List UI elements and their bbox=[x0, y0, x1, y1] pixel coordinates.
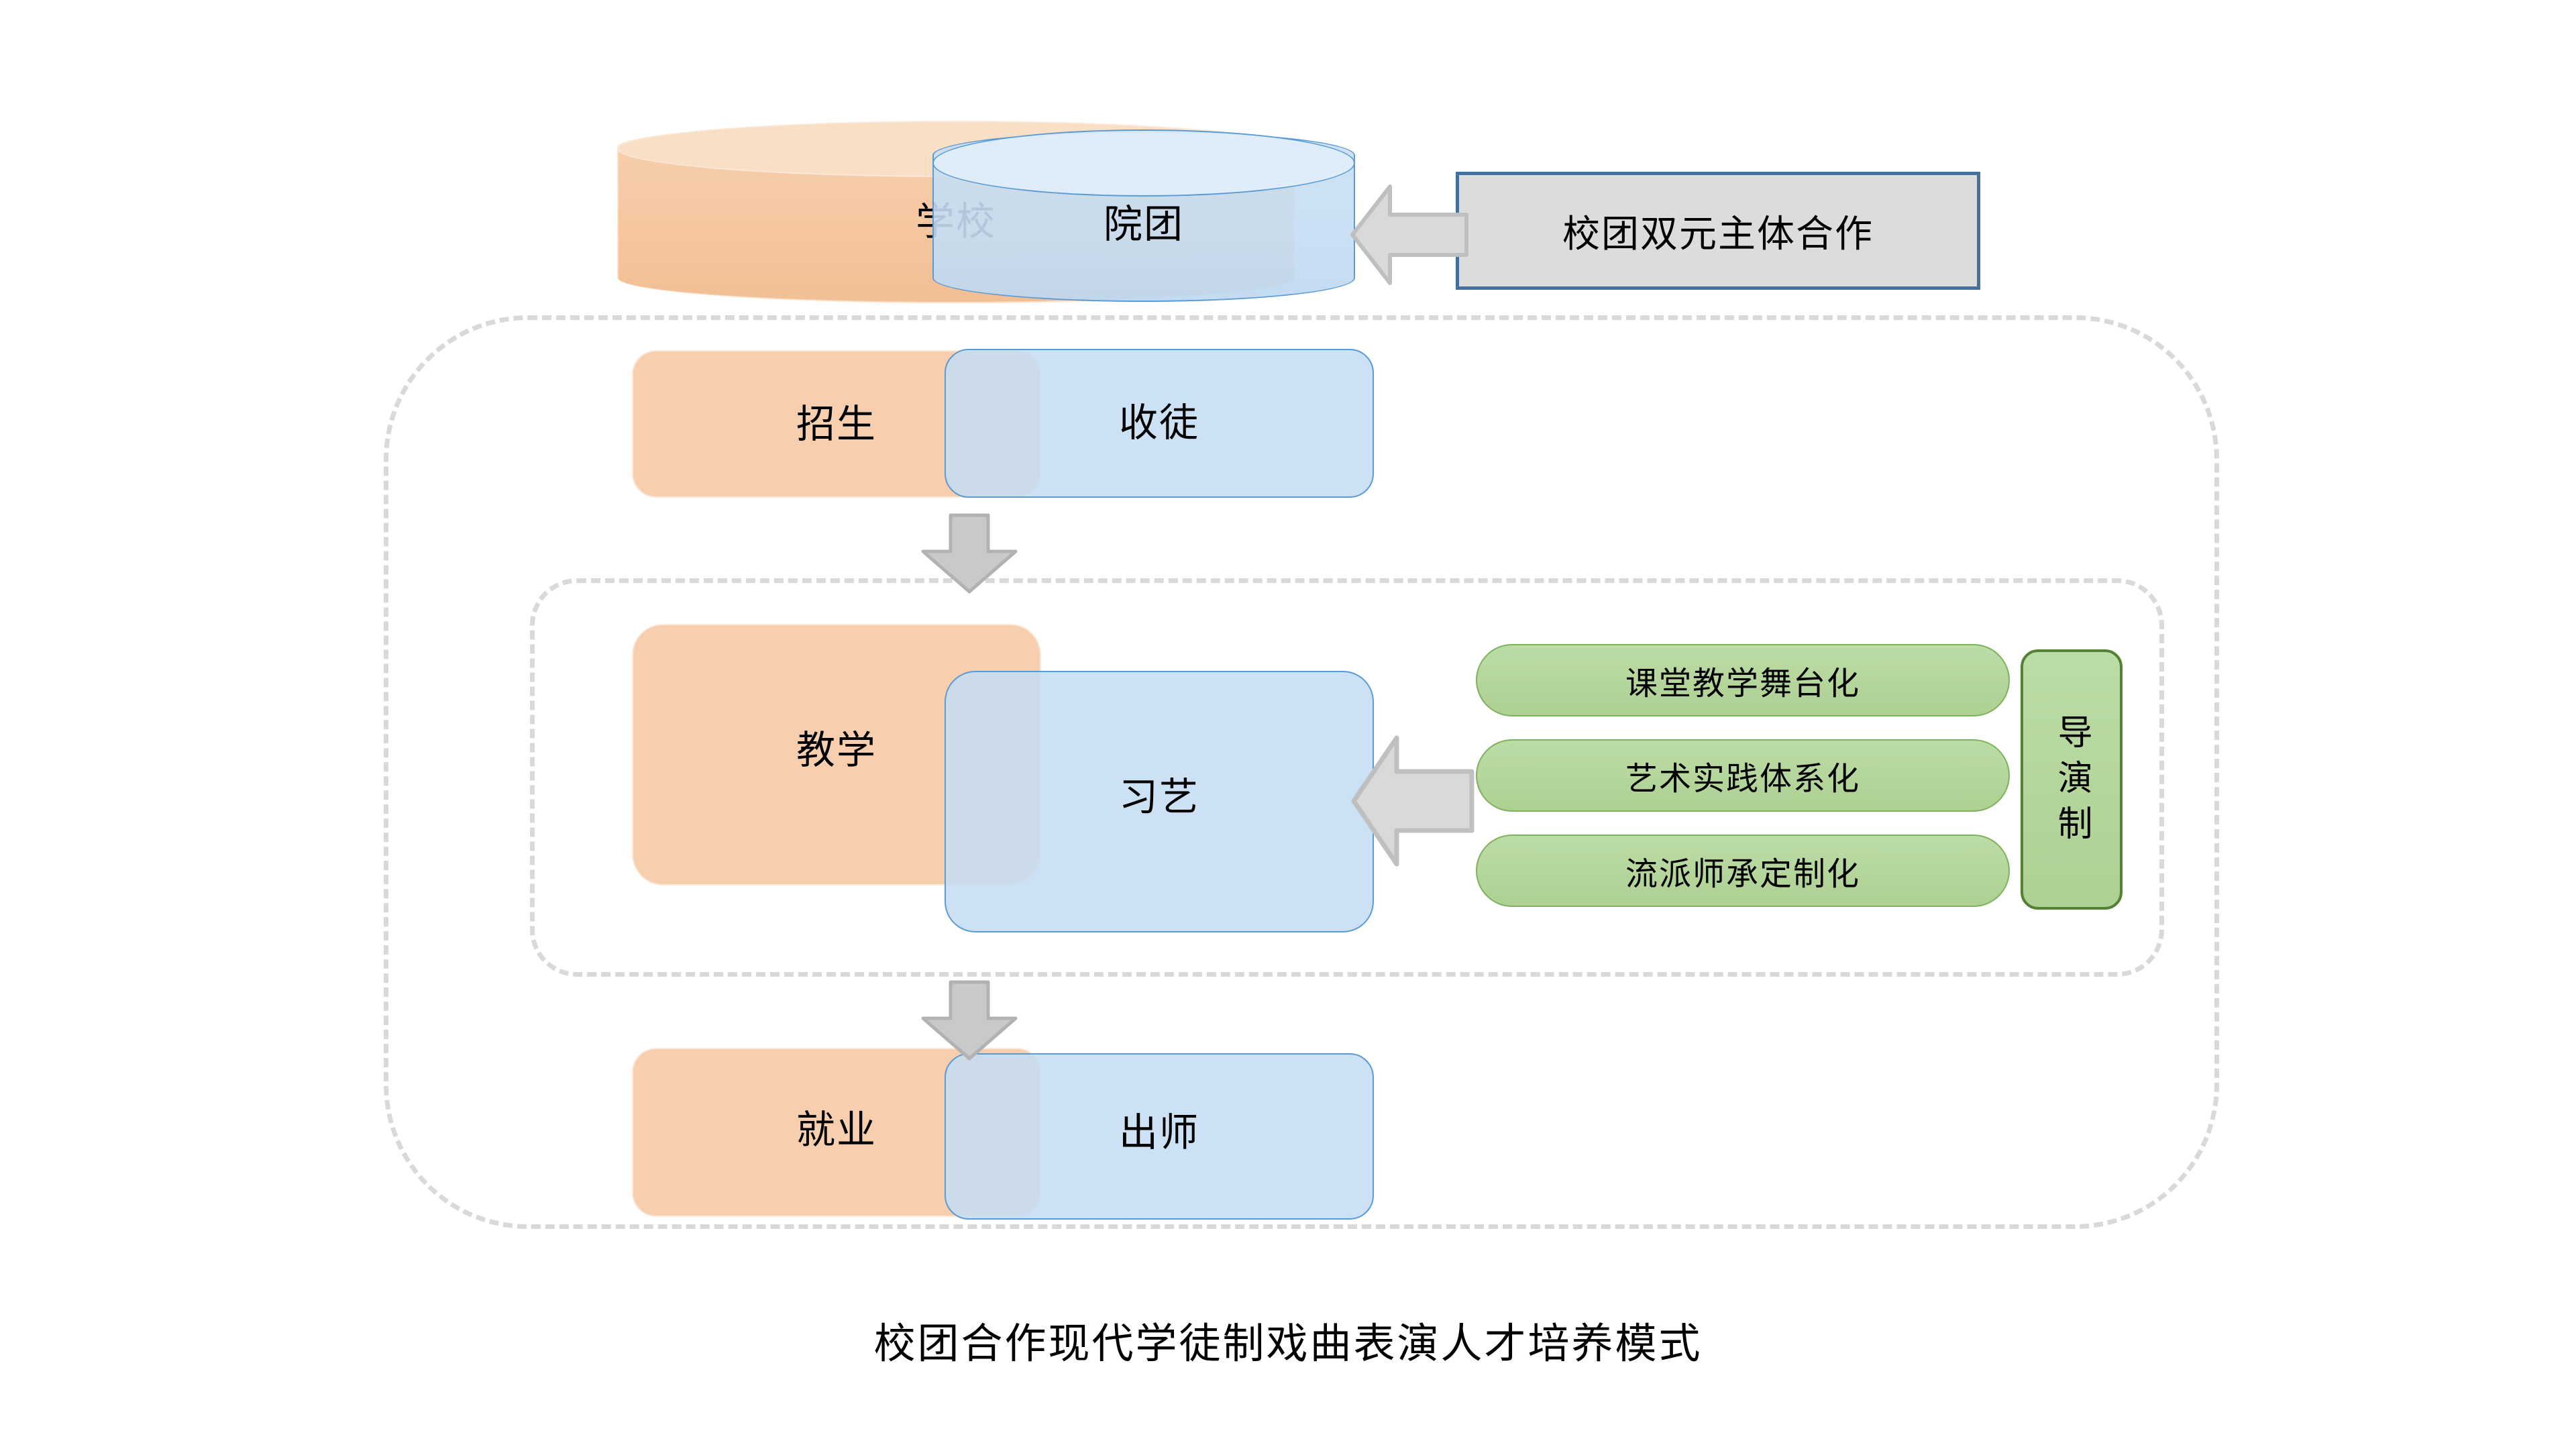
outer-dashed-container bbox=[384, 315, 2219, 1229]
box-teaching-label: 教学 bbox=[796, 729, 877, 772]
box-graduation-master[interactable]: 出师 bbox=[945, 1053, 1374, 1220]
pill-1-label: 课堂教学舞台化 bbox=[1625, 666, 1860, 702]
box-apprentice-intake-label: 收徒 bbox=[1118, 401, 1199, 445]
pill-3-label: 流派师承定制化 bbox=[1625, 857, 1860, 892]
cylinder-troupe[interactable]: 院团 bbox=[932, 129, 1355, 302]
vertical-box-director-system-label: 导演制 bbox=[2052, 714, 2091, 851]
inner-dashed-container bbox=[530, 578, 2164, 977]
box-apprentice-intake[interactable]: 收徒 bbox=[945, 349, 1374, 498]
pill-stage-oriented-teaching[interactable]: 课堂教学舞台化 bbox=[1476, 644, 2010, 716]
callout-box-cooperation[interactable]: 校团双元主体合作 bbox=[1456, 172, 1980, 290]
box-learning-art-label: 习艺 bbox=[1118, 775, 1199, 819]
callout-label: 校团双元主体合作 bbox=[1562, 212, 1874, 255]
diagram-caption: 校团合作现代学徒制戏曲表演人才培养模式 bbox=[873, 1321, 1703, 1367]
pill-systematic-art-practice[interactable]: 艺术实践体系化 bbox=[1476, 739, 2010, 812]
box-learning-art[interactable]: 习艺 bbox=[945, 671, 1374, 932]
box-graduation-master-label: 出师 bbox=[1118, 1111, 1199, 1155]
pill-school-lineage-customization[interactable]: 流派师承定制化 bbox=[1476, 835, 2010, 907]
arrow-down-row3-row4 bbox=[921, 980, 1018, 1061]
vertical-box-director-system[interactable]: 导演制 bbox=[2021, 649, 2123, 910]
arrow-down-row2-row3 bbox=[921, 513, 1018, 594]
arrow-left-row1 bbox=[1350, 184, 1468, 285]
arrow-left-row3 bbox=[1351, 735, 1474, 867]
box-recruitment-label: 招生 bbox=[796, 402, 877, 446]
pill-2-label: 艺术实践体系化 bbox=[1625, 761, 1860, 797]
cylinder-troupe-top bbox=[932, 129, 1355, 197]
cylinder-troupe-label: 院团 bbox=[1103, 203, 1184, 246]
box-employment-label: 就业 bbox=[796, 1108, 877, 1152]
